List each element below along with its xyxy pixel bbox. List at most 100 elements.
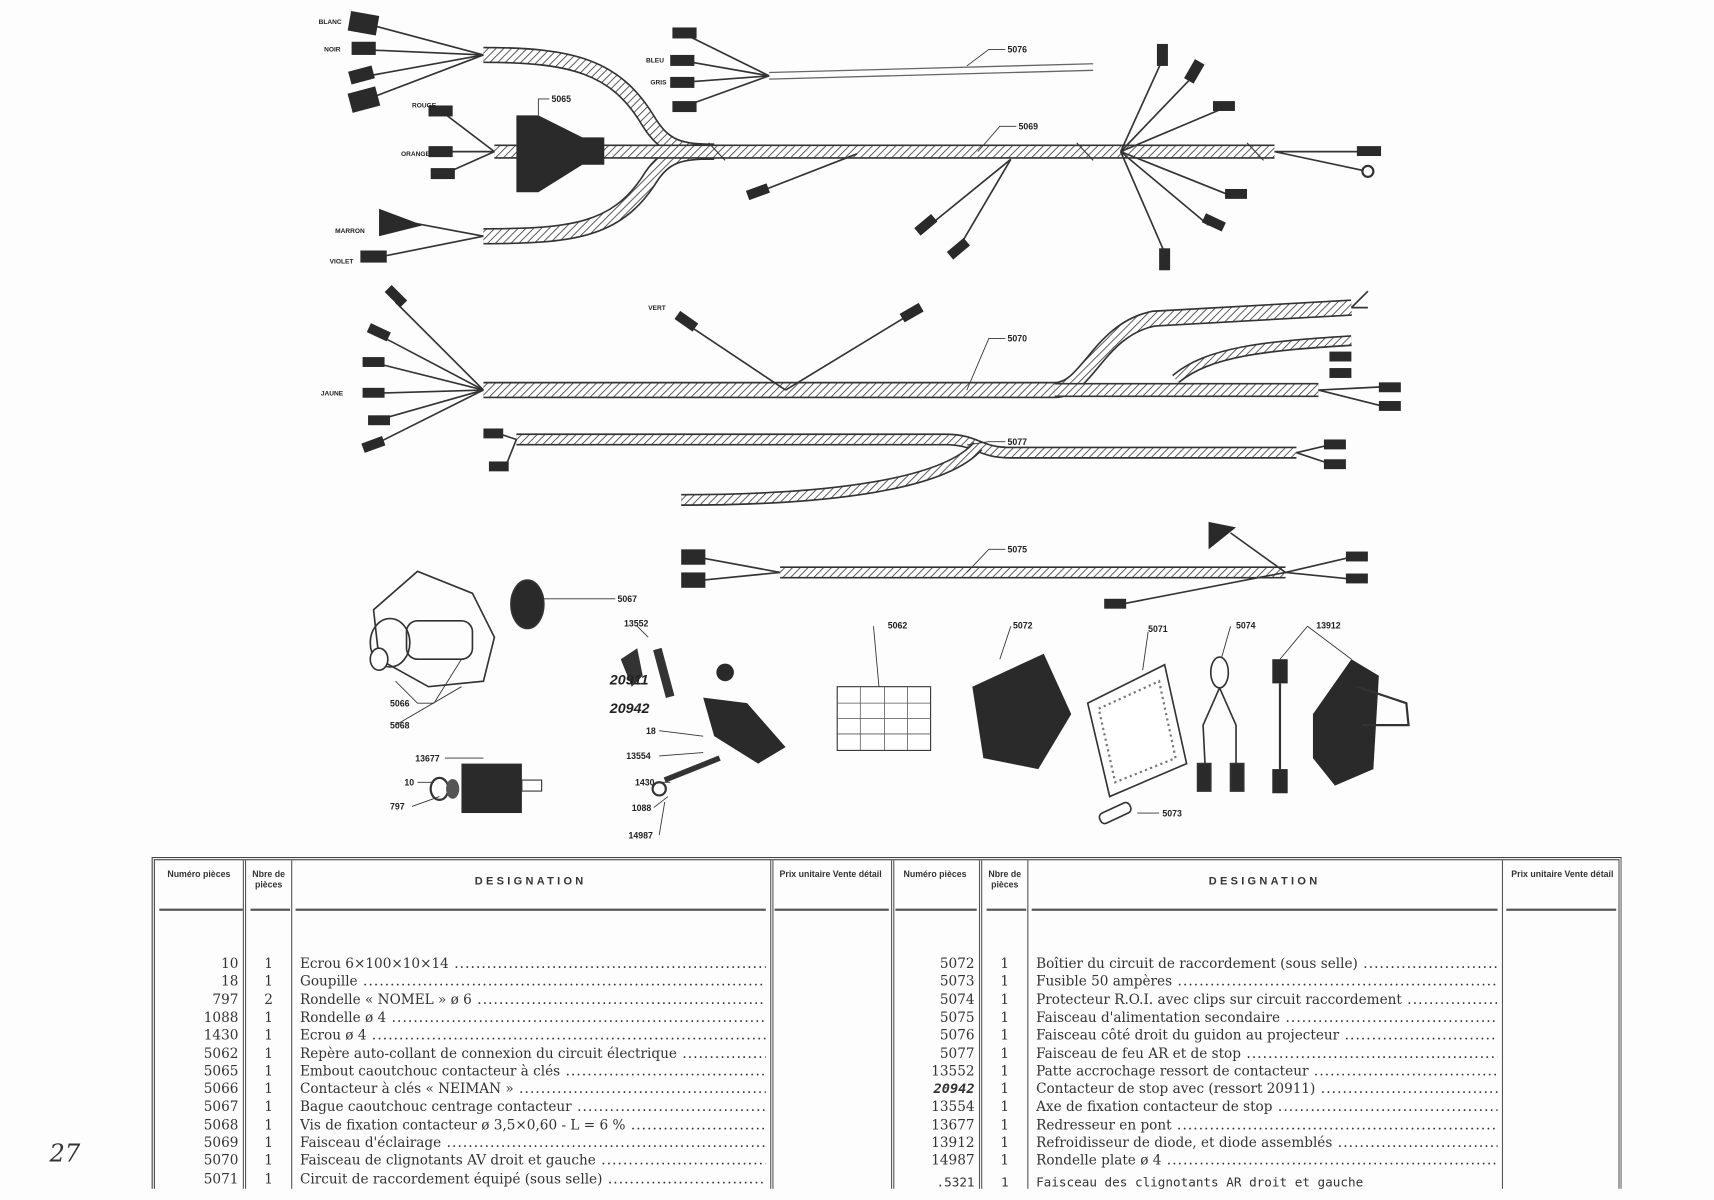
table-row-quantity: 1 (264, 1044, 273, 1061)
callout-5066: 5066 (390, 698, 410, 708)
callout-5072: 5072 (1013, 620, 1033, 630)
table-row-part-number: 5067 (203, 1098, 239, 1115)
table-row-designation: Boîtier du circuit de raccordement (sous… (1036, 955, 1497, 973)
table-row-quantity: 1 (1000, 1026, 1010, 1043)
table-row-part-number: 13554 (931, 1098, 975, 1115)
wire-label-gris: GRIS (650, 80, 667, 87)
callout-10: 10 (404, 778, 414, 788)
rubber-ring-5067 (510, 579, 545, 630)
table-row-quantity: 1 (1000, 1062, 1010, 1079)
table-row-designation: Rondelle ø 4 (300, 1008, 766, 1026)
wire-label-jaune: JAUNE (321, 391, 344, 398)
table-row-quantity: 1 (264, 1169, 273, 1187)
table-row-part-number: 1430 (203, 1026, 239, 1043)
table-row-designation: Protecteur R.O.I. avec clips sur circuit… (1036, 991, 1497, 1009)
table-row-quantity: 1 (1000, 1174, 1009, 1190)
table-row-quantity: 1 (264, 1098, 273, 1115)
wire-label-orange: ORANGE (401, 151, 430, 158)
table-row-part-number: 13552 (931, 1062, 975, 1079)
wire-label-blanc: BLANC (319, 19, 342, 26)
table-row-part-number: 5068 (203, 1115, 239, 1133)
header-prix: Prix unitaire Vente détail (779, 869, 882, 879)
table-row-quantity: 1 (1000, 1098, 1010, 1115)
callout-797: 797 (390, 802, 405, 812)
connection-box-5072 (972, 653, 1072, 770)
callout-5074: 5074 (1236, 620, 1256, 630)
table-row-quantity: 1 (1000, 1044, 1010, 1061)
table-row-part-number: 5073 (939, 972, 975, 990)
table-row-designation: Contacteur de stop avec (ressort 20911) (1036, 1080, 1497, 1098)
header-numero-pieces: Numéro pièces (167, 869, 231, 879)
page-number: 27 (49, 1140, 81, 1168)
table-row-part-number: 5066 (203, 1080, 239, 1097)
callout-5076: 5076 (1008, 45, 1028, 55)
table-row-quantity: 1 (1000, 990, 1010, 1008)
table-row-part-number: 10 (221, 954, 239, 972)
table-row-designation: Ecrou 6×100×10×14 (300, 955, 766, 973)
table-row-part-number: 5074 (939, 990, 975, 1008)
wire-label-bleu: BLEU (646, 58, 664, 65)
diode-heatsink-13912 (1272, 659, 1410, 794)
wire-label-vert: VERT (648, 305, 666, 312)
table-row-part-number: 5070 (203, 1151, 239, 1169)
callout-5075: 5075 (1008, 545, 1028, 555)
table-row-designation: Axe de fixation contacteur de stop (1036, 1098, 1497, 1116)
rubber-boot-5065 (516, 115, 605, 193)
wire-label-violet: VIOLET (330, 259, 354, 266)
callout-5065: 5065 (552, 94, 572, 104)
table-row-quantity: 1 (264, 954, 273, 972)
table-row-quantity: 1 (1000, 1115, 1010, 1133)
table-row-designation: Goupille (300, 973, 766, 991)
table-row-quantity: 1 (264, 1115, 273, 1133)
table-row-designation: Embout caoutchouc contacteur à clés (300, 1062, 766, 1080)
table-row-designation: Repère auto-collant de connexion du circ… (300, 1044, 766, 1062)
harness-5076 (670, 27, 1094, 113)
header-numero-pieces-2: Numéro pièces (903, 869, 967, 879)
table-row-quantity: 1 (264, 1151, 273, 1169)
harness-5069 (347, 11, 1382, 271)
parts-table: Numéro pièces Nbre de pièces DESIGNATION… (151, 856, 1622, 1190)
fuse-5073 (1098, 801, 1132, 825)
table-row-quantity: 1 (1000, 972, 1010, 990)
table-row-designation: Rondelle « NOMEL » ø 6 (300, 991, 766, 1009)
callout-5067: 5067 (617, 594, 637, 604)
protector-5074 (1196, 656, 1245, 792)
table-row-quantity: 1 (264, 1062, 273, 1079)
callout-5062: 5062 (888, 620, 908, 630)
table-row-part-number: 5072 (939, 954, 975, 972)
table-row-part-number: 13912 (931, 1133, 975, 1151)
harness-5070 (361, 284, 1401, 453)
harness-5077 (483, 428, 1346, 506)
table-row-quantity: 1 (1000, 1133, 1010, 1151)
wire-label-rouge: ROUGE (412, 103, 437, 110)
table-row-designation: Refroidisseur de diode, et diode assembl… (1036, 1134, 1497, 1152)
callout-5071: 5071 (1148, 624, 1168, 634)
header-designation: DESIGNATION (474, 875, 587, 888)
rectifier-13677 (429, 763, 543, 814)
table-row-designation: Fusible 50 ampères (1036, 973, 1497, 991)
callout-14987: 14987 (628, 830, 653, 840)
table-row-designation: Faisceau côté droit du guidon au project… (1036, 1026, 1497, 1044)
callout-13554: 13554 (626, 751, 651, 761)
table-row-part-number: 18 (221, 972, 239, 990)
table-row-quantity: 1 (1000, 1008, 1010, 1025)
table-row-part-number: 13677 (931, 1115, 975, 1133)
table-row-designation: Contacteur à clés « NEIMAN » (300, 1080, 766, 1098)
table-row-designation: Bague caoutchouc centrage contacteur (300, 1098, 766, 1116)
table-row-quantity: 1 (264, 1080, 273, 1097)
table-row-part-number: 14987 (931, 1151, 975, 1169)
table-row-designation: Faisceau de clignotants AV droit et gauc… (300, 1152, 766, 1170)
wire-label-marron: MARRON (335, 228, 365, 235)
table-row-designation: Faisceau d'éclairage (300, 1134, 766, 1152)
table-row-part-number: 5075 (939, 1008, 975, 1025)
callout-5077: 5077 (1008, 437, 1028, 447)
harness-5075 (681, 521, 1368, 609)
header-designation-2: DESIGNATION (1208, 875, 1321, 888)
table-row-designation: Faisceau d'alimentation secondaire (1036, 1008, 1497, 1026)
wiring-harness-diagram: 5065 5069 5076 5070 5077 5075 5067 5066 … (319, 11, 1410, 840)
callout-5073: 5073 (1162, 808, 1182, 818)
table-row-designation: Faisceau des clignotants AR droit et gau… (1036, 1174, 1364, 1190)
table-row-quantity: 1 (264, 972, 273, 990)
table-row-part-number: 5077 (939, 1044, 975, 1061)
callout-18: 18 (646, 726, 656, 736)
